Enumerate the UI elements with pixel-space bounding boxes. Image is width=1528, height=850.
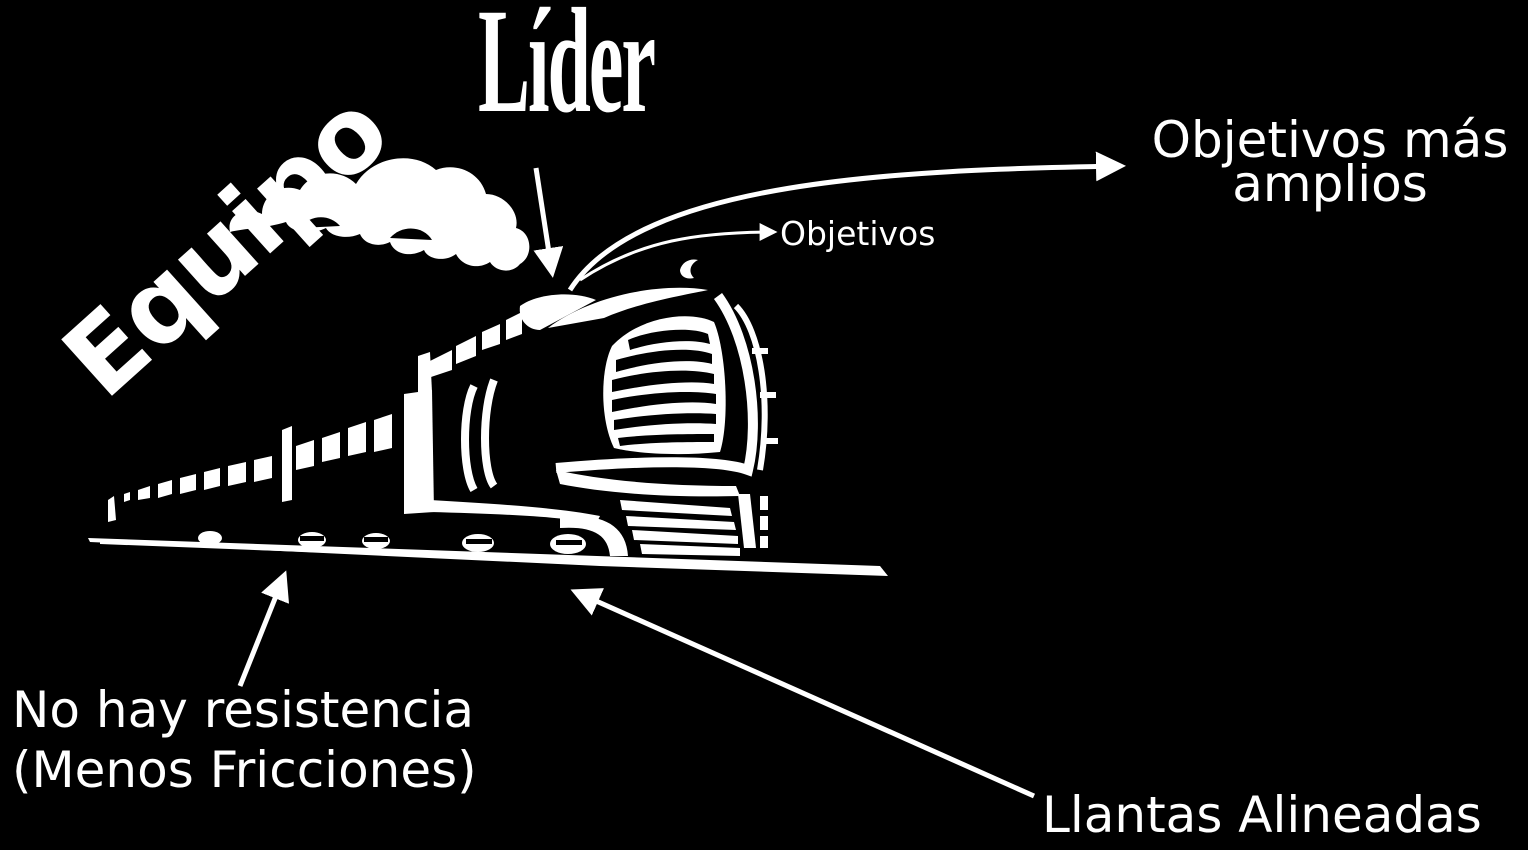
arrow-icon (567, 151, 1126, 292)
no-resistance-label: No hay resistencia (Menos Fricciones) (12, 680, 477, 800)
broader-goals-label: Objetivos más amplios (1140, 111, 1520, 213)
aligned-wheels-label: Llantas Alineadas (1042, 786, 1482, 844)
arrow-icon (579, 223, 778, 282)
broader-goals-line2: amplios (1232, 155, 1428, 213)
arrow-icon (237, 570, 290, 687)
arrow-icon (533, 167, 564, 278)
smoke-cloud-icon (229, 158, 530, 271)
no-resistance-line2: (Menos Fricciones) (12, 741, 477, 799)
no-resistance-line1: No hay resistencia (12, 681, 474, 739)
broader-goals-line1: Objetivos más (1151, 111, 1509, 169)
goals-label: Objetivos (780, 214, 936, 253)
car-window-strip (108, 312, 522, 522)
leader-label: Líder (478, 0, 656, 144)
arrow-icon (570, 588, 1036, 799)
